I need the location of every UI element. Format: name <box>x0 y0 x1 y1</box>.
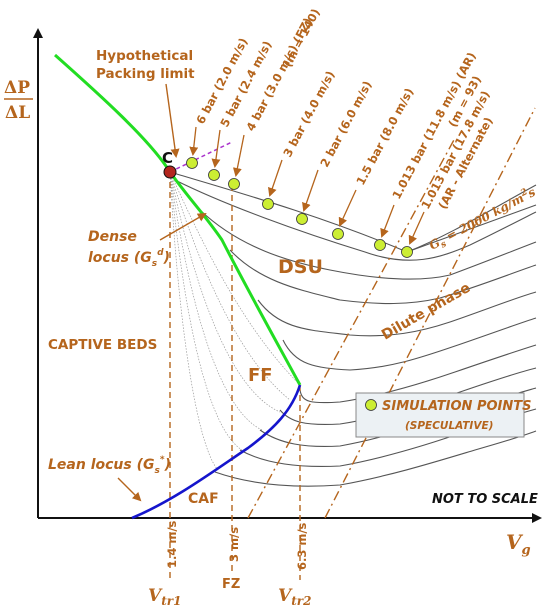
velocity-name-vtr1: Vtr1 <box>148 586 181 608</box>
sim-point-4bar <box>228 178 240 190</box>
dense-locus-curve <box>54 53 302 386</box>
top-curve-extension <box>406 204 537 253</box>
simulation-points <box>186 157 413 258</box>
caf-label: CAF <box>188 491 219 507</box>
legend-box: SIMULATION POINTS (SPECULATIVE) <box>355 392 531 438</box>
legend-line2: (SPECULATIVE) <box>405 420 493 432</box>
dash-dot-line-1 <box>247 137 456 519</box>
velocity-value-vtr2: 6.3 m/s <box>295 522 309 570</box>
hypothetical-label-line1: Hypothetical <box>96 48 193 64</box>
velocity-name-fz: FZ <box>222 577 240 592</box>
velocity-value-vtr1: 1.4 m/s <box>165 520 179 568</box>
dsu-label: DSU <box>278 256 323 278</box>
hypothetical-arrow <box>165 83 180 158</box>
dense-locus-arrow <box>159 212 207 241</box>
legend-background <box>355 392 525 438</box>
point-c-label: C <box>162 149 173 167</box>
velocity-name-vtr2: Vtr2 <box>278 586 311 608</box>
captive-beds-label: CAPTIVE BEDS <box>48 337 157 353</box>
not-to-scale-label: NOT TO SCALE <box>432 492 538 507</box>
sim-point-5bar <box>208 169 220 181</box>
dense-locus-label-line1: Dense <box>88 229 137 245</box>
sim-point-2bar <box>296 213 308 225</box>
lean-locus-curve <box>131 384 302 520</box>
velocity-markers: 1.4 m/s 3 m/s 6.3 m/s Vtr1 FZ Vtr2 <box>148 520 311 608</box>
packing-limit-line <box>169 141 233 173</box>
y-axis-label-bottom: ΔL <box>5 103 30 123</box>
hypothetical-label-line2: Packing limit <box>96 66 195 82</box>
pressure-arrows <box>189 126 425 245</box>
legend-sim-point <box>365 399 377 411</box>
x-axis-label: Vg <box>506 530 531 558</box>
sim-point-1-013bar-alt <box>401 246 413 258</box>
sim-point-3bar <box>262 198 274 210</box>
sim-point-1-5bar <box>332 228 344 240</box>
sim-point-1-013bar-ar <box>374 239 386 251</box>
point-c-marker <box>163 165 177 179</box>
lean-locus-label: Lean locus (Gs*) <box>48 455 171 476</box>
dotted-fan-lines <box>169 171 301 471</box>
velocity-value-fz: 3 m/s <box>227 527 241 562</box>
dilute-phase-label: Dilute phase <box>379 280 473 344</box>
y-axis-label-top: ΔP <box>4 78 30 98</box>
sim-point-6bar <box>186 157 198 169</box>
ff-label: FF <box>248 365 273 386</box>
dense-locus-label-line2: locus (Gsd) <box>88 248 170 269</box>
legend-line1: SIMULATION POINTS <box>382 399 531 414</box>
dash-dot-line-2 <box>324 107 536 519</box>
lean-locus-arrow <box>117 477 142 502</box>
